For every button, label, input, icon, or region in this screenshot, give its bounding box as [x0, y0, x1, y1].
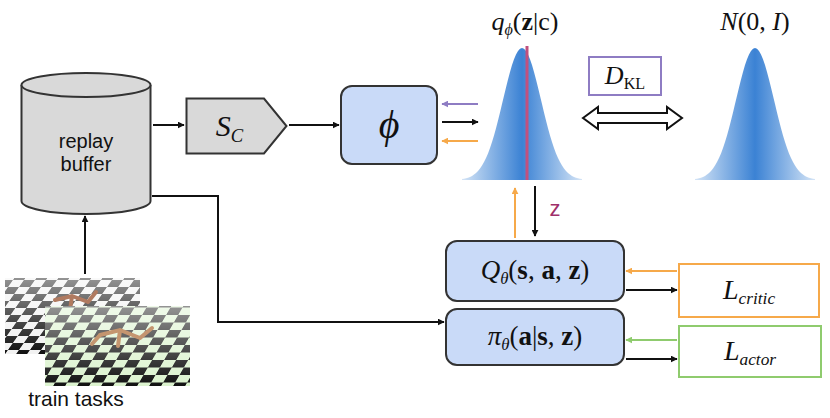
- text-stack: SC: [216, 109, 243, 144]
- text-run: a: [518, 321, 532, 351]
- distribution-label: qϕ(z|c): [492, 6, 559, 37]
- text-run: θ: [501, 335, 509, 354]
- node-label: πθ(a|s, z): [488, 321, 583, 352]
- text-run: N: [720, 7, 737, 36]
- flow-connector: [289, 124, 339, 126]
- loss-box: Lactor: [678, 325, 822, 378]
- sample-line: [526, 46, 529, 180]
- node-label: Lcritic: [723, 274, 775, 306]
- flow-arrow: [84, 216, 86, 274]
- text-stack: Lcritic: [723, 274, 775, 306]
- prior-gaussian: [695, 48, 815, 180]
- latent-label: z: [550, 196, 561, 222]
- text-run: a: [541, 255, 555, 285]
- pentagon-shape: [187, 99, 287, 154]
- gradient-arrow: [442, 140, 478, 142]
- node-label: DKL: [605, 61, 645, 91]
- text-stack: Qθ(s, a, z): [481, 255, 590, 286]
- text-run: C: [231, 124, 243, 145]
- text-run: actor: [739, 351, 776, 370]
- flow-connector: [152, 196, 444, 322]
- text-run: θ: [500, 269, 508, 288]
- cylinder-top: [22, 73, 151, 97]
- text-run: KL: [624, 75, 645, 92]
- flow-connector: [626, 270, 677, 272]
- flow-arrow: [442, 121, 478, 123]
- caption-label: train tasks: [28, 386, 124, 411]
- text-run: z: [568, 255, 580, 285]
- text-run: critic: [738, 290, 775, 309]
- node-label: Qθ(s, a, z): [481, 255, 590, 286]
- flow-arrow: [534, 186, 536, 236]
- text-run: s: [517, 255, 528, 285]
- flow-connector: [626, 339, 677, 341]
- posterior-gaussian: [462, 48, 582, 180]
- text-run: D: [605, 61, 624, 90]
- text-run: ϕ: [505, 21, 513, 38]
- text-run: L: [723, 274, 739, 305]
- text-stack: DKL: [605, 61, 645, 91]
- encoder-box: ϕ: [340, 85, 438, 165]
- flow-connector: [626, 358, 677, 360]
- flow-connector: [626, 289, 677, 291]
- text-run: I: [772, 7, 781, 36]
- distribution-label: N(0, I): [720, 6, 789, 37]
- sampler-pentagon: SC: [185, 97, 288, 155]
- text-run: L: [724, 335, 740, 366]
- critic-box: Qθ(s, a, z): [445, 240, 625, 302]
- gradient-arrow: [514, 188, 516, 238]
- task-image: [45, 306, 190, 386]
- text-run: π: [488, 321, 502, 351]
- text-run: s: [537, 321, 548, 351]
- node-label: SC: [216, 109, 243, 144]
- text-stack: ϕ: [379, 102, 400, 148]
- flow-connector: [153, 124, 184, 126]
- text-run: Q: [481, 255, 501, 285]
- text-run: ϕ: [379, 102, 400, 147]
- text-run: S: [216, 109, 231, 142]
- node-label: Lactor: [724, 335, 776, 367]
- text-run: q: [492, 7, 505, 36]
- actor-box: πθ(a|s, z): [445, 308, 625, 366]
- gradient-arrow: [442, 103, 478, 105]
- double-arrow: [583, 107, 682, 129]
- node-label: replay buffer: [38, 130, 134, 176]
- replay-buffer: replay buffer: [20, 72, 152, 214]
- text-stack: πθ(a|s, z): [488, 321, 583, 352]
- text-run: z: [522, 7, 534, 36]
- cylinder-body: [22, 85, 151, 214]
- text-stack: replay buffer: [38, 130, 134, 176]
- text-stack: Lactor: [724, 335, 776, 367]
- loss-box: Lcritic: [678, 263, 820, 318]
- node-label: ϕ: [379, 102, 400, 148]
- kl-box: DKL: [588, 56, 662, 96]
- text-run: z: [561, 321, 573, 351]
